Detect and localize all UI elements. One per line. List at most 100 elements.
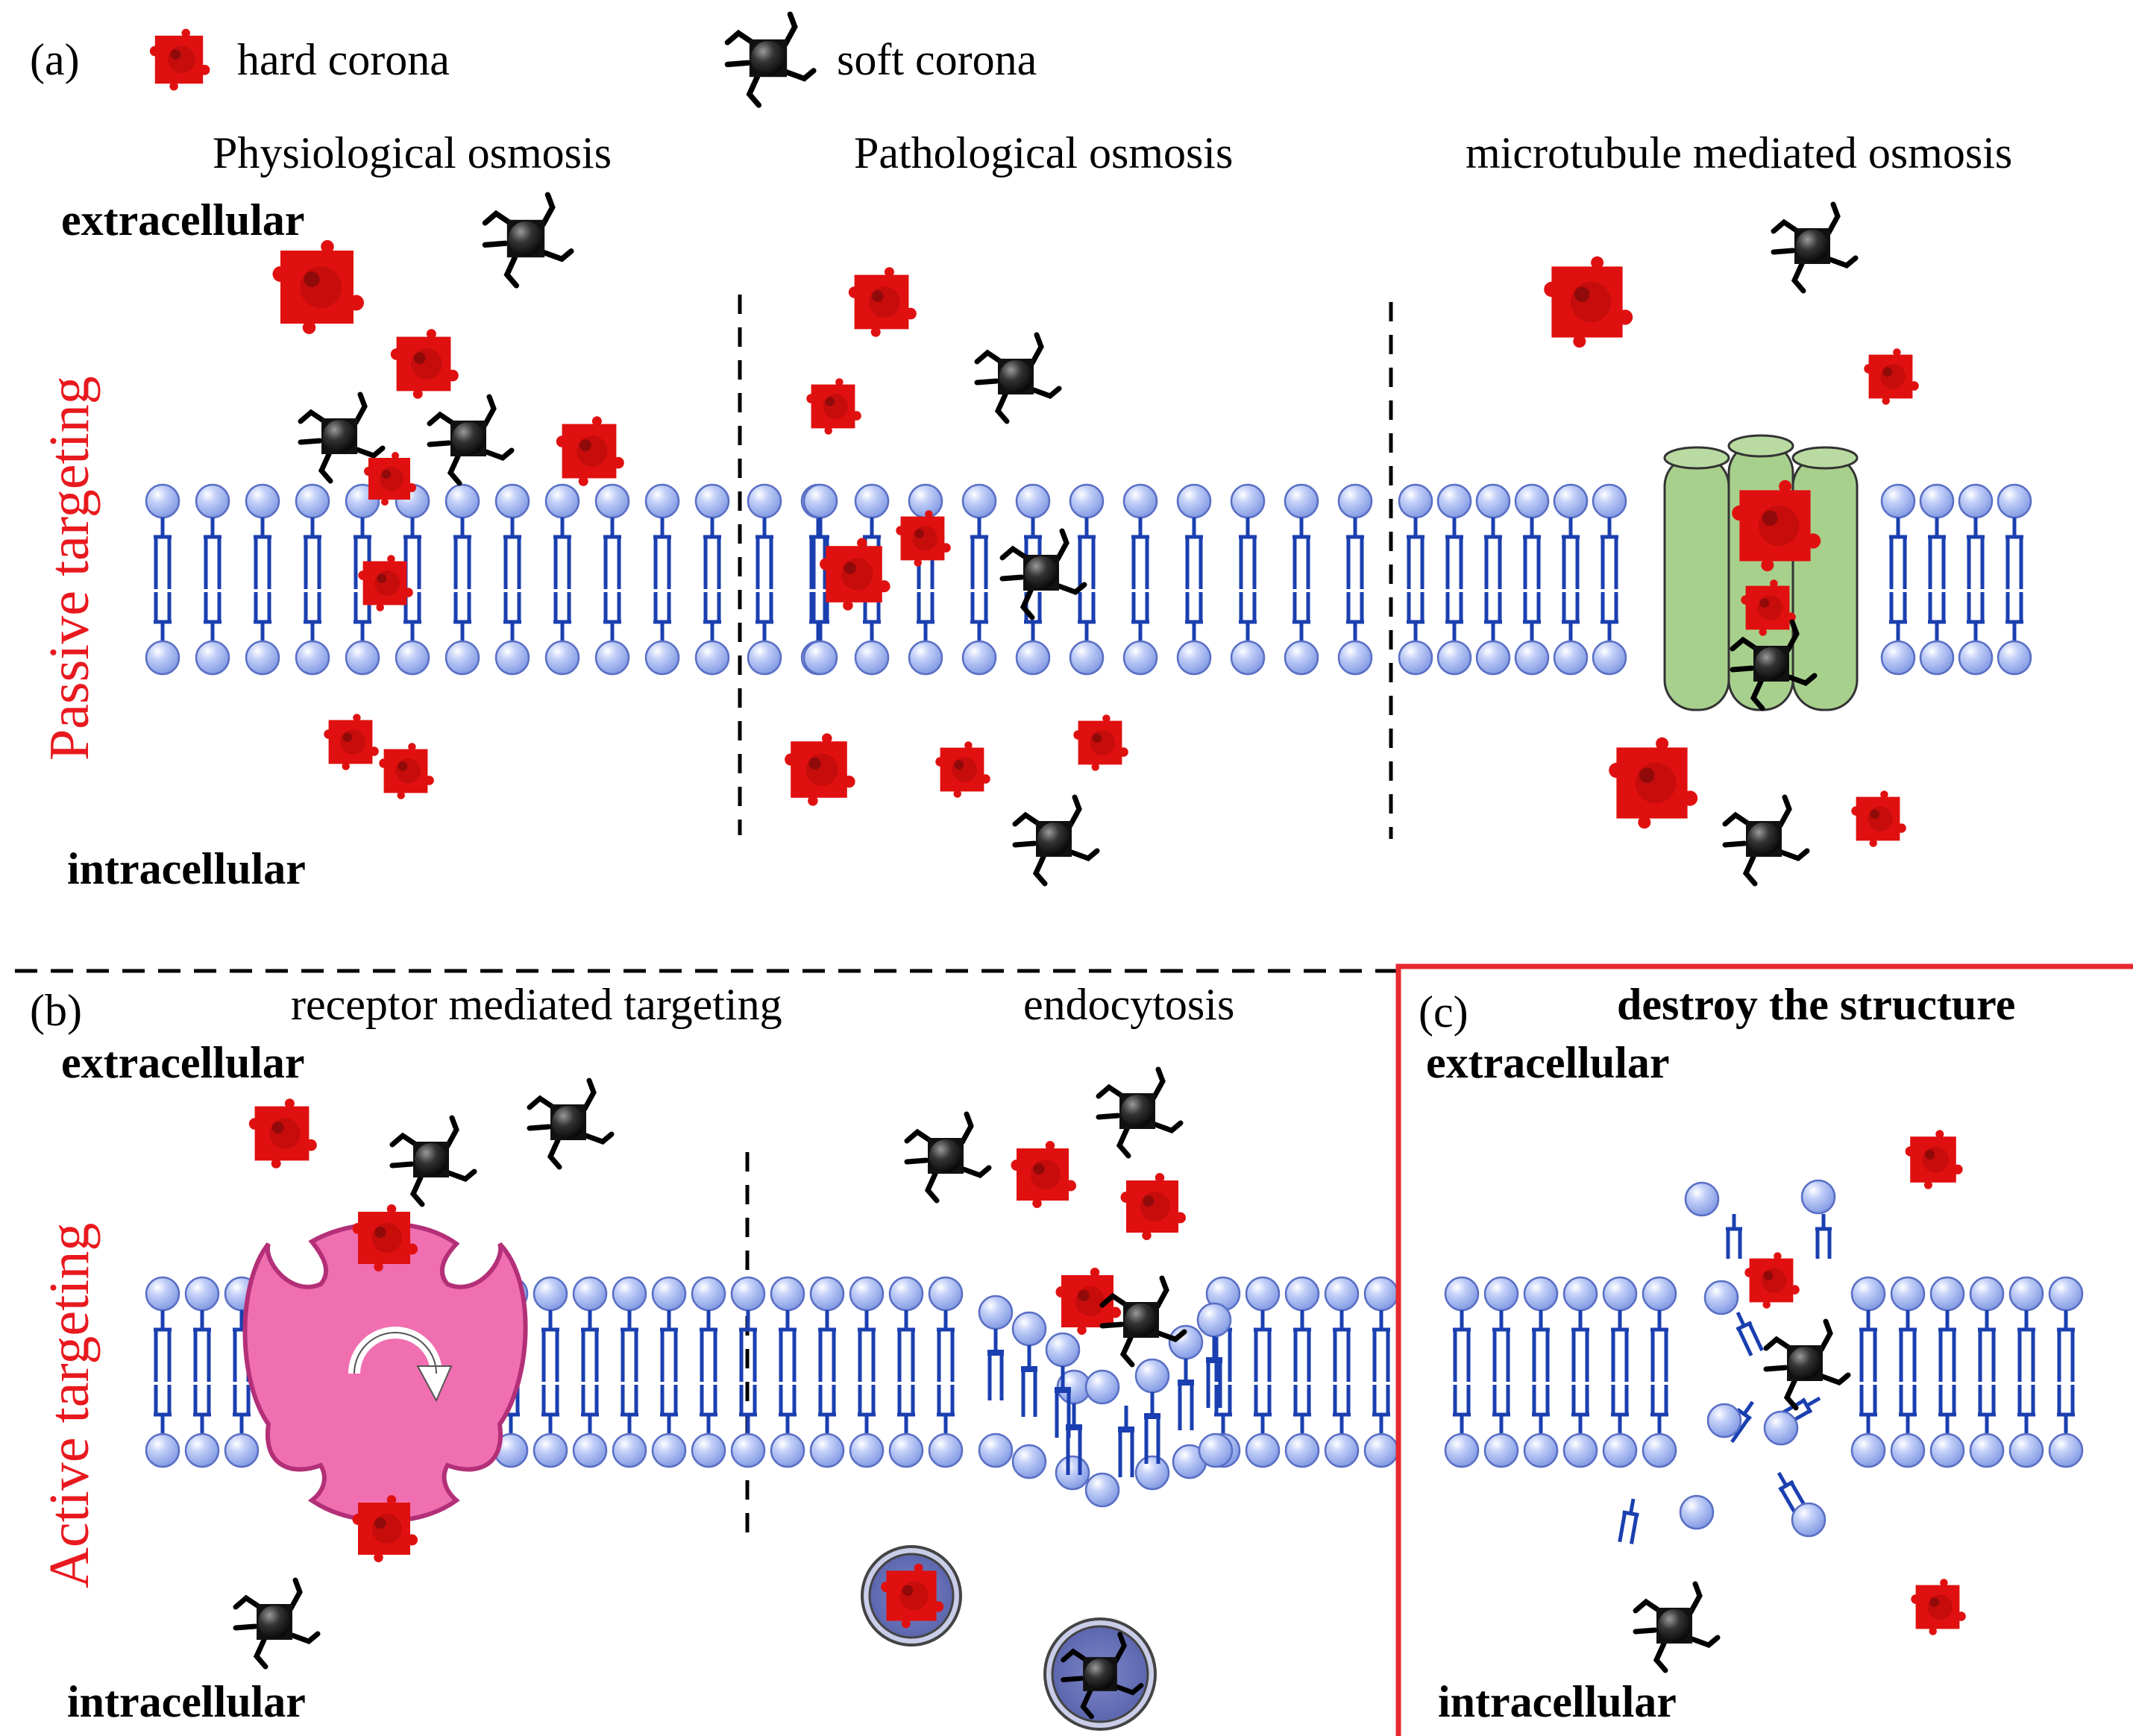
panel-c-border	[1395, 963, 2133, 1736]
panel-c-tag: (c)	[1419, 987, 1468, 1037]
destroy-extracellular-label: extracellular	[1426, 1038, 1670, 1087]
lipid-molecule	[1643, 1277, 1676, 1467]
lipid-molecule	[771, 1277, 804, 1467]
passive-title-physiological: Physiological osmosis	[213, 128, 612, 177]
lipid-molecule	[963, 485, 996, 674]
lipid-molecule	[1246, 1277, 1279, 1467]
lipid-head	[1084, 1369, 1120, 1405]
lipid-molecule	[1515, 485, 1548, 674]
hard-corona-legend-icon	[149, 28, 210, 91]
lipid-molecule	[692, 1277, 725, 1467]
soft-corona-legend-icon	[727, 14, 814, 105]
lipid-molecule	[1445, 1277, 1478, 1467]
passive-title-pathological: Pathological osmosis	[854, 128, 1233, 177]
lipid-head	[1196, 1302, 1232, 1338]
lipid-tail	[1144, 1392, 1160, 1464]
lipid-tail	[1021, 1345, 1037, 1417]
lipid-molecule	[574, 1277, 606, 1467]
lipid-head	[1045, 1332, 1081, 1368]
lipid-tail	[1118, 1406, 1134, 1477]
hard-corona-legend-label: hard corona	[237, 35, 450, 84]
active-intracellular-label: intracellular	[67, 1677, 306, 1726]
lipid-molecule	[186, 1277, 219, 1467]
lipid-molecule	[1959, 485, 1992, 674]
lipid-head	[1198, 1432, 1234, 1468]
lipid-tail	[1178, 1359, 1194, 1430]
active-targeting-side-label: Active targeting	[38, 1223, 101, 1588]
lipid-molecule	[850, 1277, 883, 1467]
destroy-title: destroy the structure	[1617, 980, 2015, 1029]
lipid-tail	[987, 1329, 1004, 1400]
lipid-head	[1011, 1311, 1047, 1347]
lipid-molecule	[1325, 1277, 1358, 1467]
lipid-molecule	[446, 485, 479, 674]
lipid-molecule	[1920, 485, 1953, 674]
lipid-molecule	[890, 1277, 923, 1467]
lipid-molecule	[1603, 1277, 1636, 1467]
lipid-molecule	[646, 485, 679, 674]
lipid-molecule	[1339, 485, 1372, 674]
lipid-head	[1134, 1358, 1170, 1394]
lipid-molecule	[546, 485, 579, 674]
destroy-intracellular-label: intracellular	[1438, 1677, 1677, 1726]
passive-targeting-side-label: Passive targeting	[38, 376, 101, 761]
lipid-molecule	[1970, 1277, 2003, 1467]
lipid-head	[978, 1295, 1014, 1330]
lipid-molecule	[1178, 485, 1210, 674]
lipid-head	[978, 1432, 1014, 1468]
lipid-molecule	[1399, 485, 1432, 674]
lipid-head	[1011, 1444, 1047, 1479]
lipid-molecule	[596, 485, 629, 674]
lipid-molecule	[1891, 1277, 1924, 1467]
lipid-molecule	[1477, 485, 1510, 674]
endocytic-vesicle-soft	[1043, 1617, 1157, 1731]
soft-corona-legend-label: soft corona	[837, 35, 1037, 84]
lipid-molecule	[1485, 1277, 1518, 1467]
lipid-molecule	[146, 485, 179, 674]
lipid-tail	[1206, 1336, 1222, 1408]
lipid-molecule	[296, 485, 329, 674]
passive-intracellular-label: intracellular	[67, 844, 306, 893]
lipid-molecule	[1554, 485, 1587, 674]
lipid-molecule	[1070, 485, 1103, 674]
receptor-protein	[242, 1221, 528, 1523]
lipid-molecule	[496, 485, 529, 674]
lipid-head	[1055, 1455, 1090, 1491]
lipid-molecule	[534, 1277, 567, 1467]
lipid-molecule	[1998, 485, 2031, 674]
lipid-molecule	[1524, 1277, 1557, 1467]
passive-title-microtubule: microtubule mediated osmosis	[1466, 128, 2012, 177]
endocytic-vesicle-hard	[861, 1545, 962, 1647]
lipid-molecule	[929, 1277, 962, 1467]
panel-b-tag: (b)	[30, 986, 82, 1035]
lipid-molecule	[613, 1277, 646, 1467]
lipid-molecule	[1564, 1277, 1597, 1467]
lipid-molecule	[748, 485, 781, 674]
lipid-molecule	[1365, 1277, 1398, 1467]
lipid-molecule	[1286, 1277, 1319, 1467]
lipid-molecule	[732, 1277, 764, 1467]
active-title-endocytosis: endocytosis	[1023, 980, 1234, 1029]
lipid-molecule	[696, 485, 729, 674]
lipid-molecule	[1931, 1277, 1964, 1467]
lipid-molecule	[196, 485, 229, 674]
lipid-molecule	[2010, 1277, 2043, 1467]
panel-a-tag: (a)	[30, 35, 80, 84]
passive-extracellular-label: extracellular	[61, 195, 305, 245]
active-title-receptor: receptor mediated targeting	[291, 980, 782, 1029]
lipid-molecule	[146, 1277, 179, 1467]
active-extracellular-label: extracellular	[61, 1038, 305, 1087]
lipid-molecule	[653, 1277, 685, 1467]
lipid-molecule	[1124, 485, 1157, 674]
lipid-molecule	[1852, 1277, 1885, 1467]
lipid-molecule	[811, 1277, 844, 1467]
lipid-head	[1084, 1472, 1120, 1508]
lipid-molecule	[2049, 1277, 2082, 1467]
lipid-head	[1134, 1455, 1170, 1491]
lipid-molecule	[1882, 485, 1914, 674]
lipid-molecule	[1438, 485, 1471, 674]
lipid-molecule	[1285, 485, 1318, 674]
lipid-molecule	[1231, 485, 1264, 674]
lipid-molecule	[246, 485, 279, 674]
